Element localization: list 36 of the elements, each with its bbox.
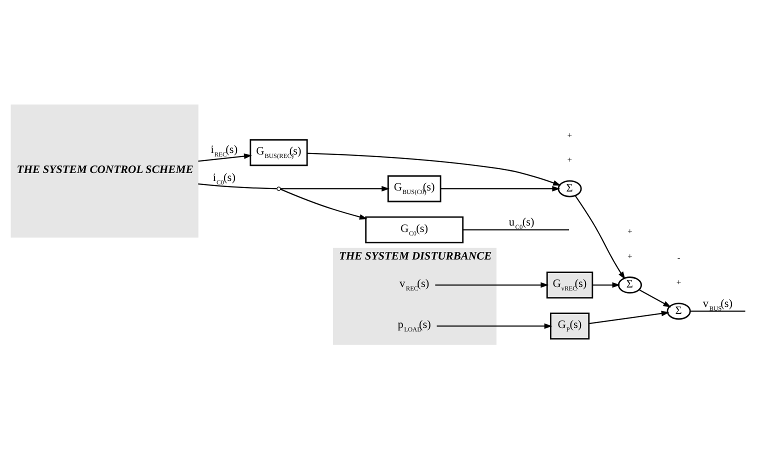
label: +: [567, 154, 572, 164]
node-box: G$_{C0}$(s): [365, 216, 464, 243]
node-box: G$_{BUS(C0)}$(s): [387, 174, 442, 202]
connector: [198, 182, 277, 189]
arrow: [592, 282, 620, 288]
label: +: [627, 226, 632, 236]
arrow: [574, 194, 626, 280]
edge-label: i$_{C0}$(s): [212, 171, 236, 186]
arrow: [638, 288, 672, 307]
arrow: [280, 185, 390, 192]
node-text: v$_{REC}$(s): [399, 278, 430, 292]
arrow: [280, 188, 368, 220]
label: +: [627, 250, 632, 260]
node-box: G$_{vREC}$(s): [546, 271, 594, 298]
edge-label: v$_{BUS}$(s): [702, 297, 733, 312]
label: -: [677, 252, 680, 262]
arrow: [198, 152, 252, 162]
connector: [690, 310, 746, 312]
arrow: [307, 152, 562, 186]
node-box: G$_{P}$(s): [550, 312, 590, 340]
node-ellipse: Σ: [618, 276, 642, 294]
node-ellipse: Σ: [666, 302, 691, 320]
arrow: [435, 282, 549, 288]
arrow: [436, 322, 552, 328]
node-circle: [276, 186, 281, 190]
node-text: p$_{LOAD}$(s): [398, 318, 431, 334]
edge-label: u$_{C0}$(s): [508, 216, 534, 230]
arrow: [588, 310, 670, 324]
edge-label: i$_{REC}$(s): [210, 144, 238, 158]
node-ellipse: Σ: [558, 180, 582, 197]
label: +: [676, 276, 682, 287]
connector: [462, 228, 570, 230]
node-box: G$_{BUS(REC)}$(s): [250, 138, 308, 166]
node-box: THE SYSTEM CONTROL SCHEME: [10, 104, 198, 238]
label: +: [567, 129, 572, 140]
arrow: [440, 185, 560, 192]
